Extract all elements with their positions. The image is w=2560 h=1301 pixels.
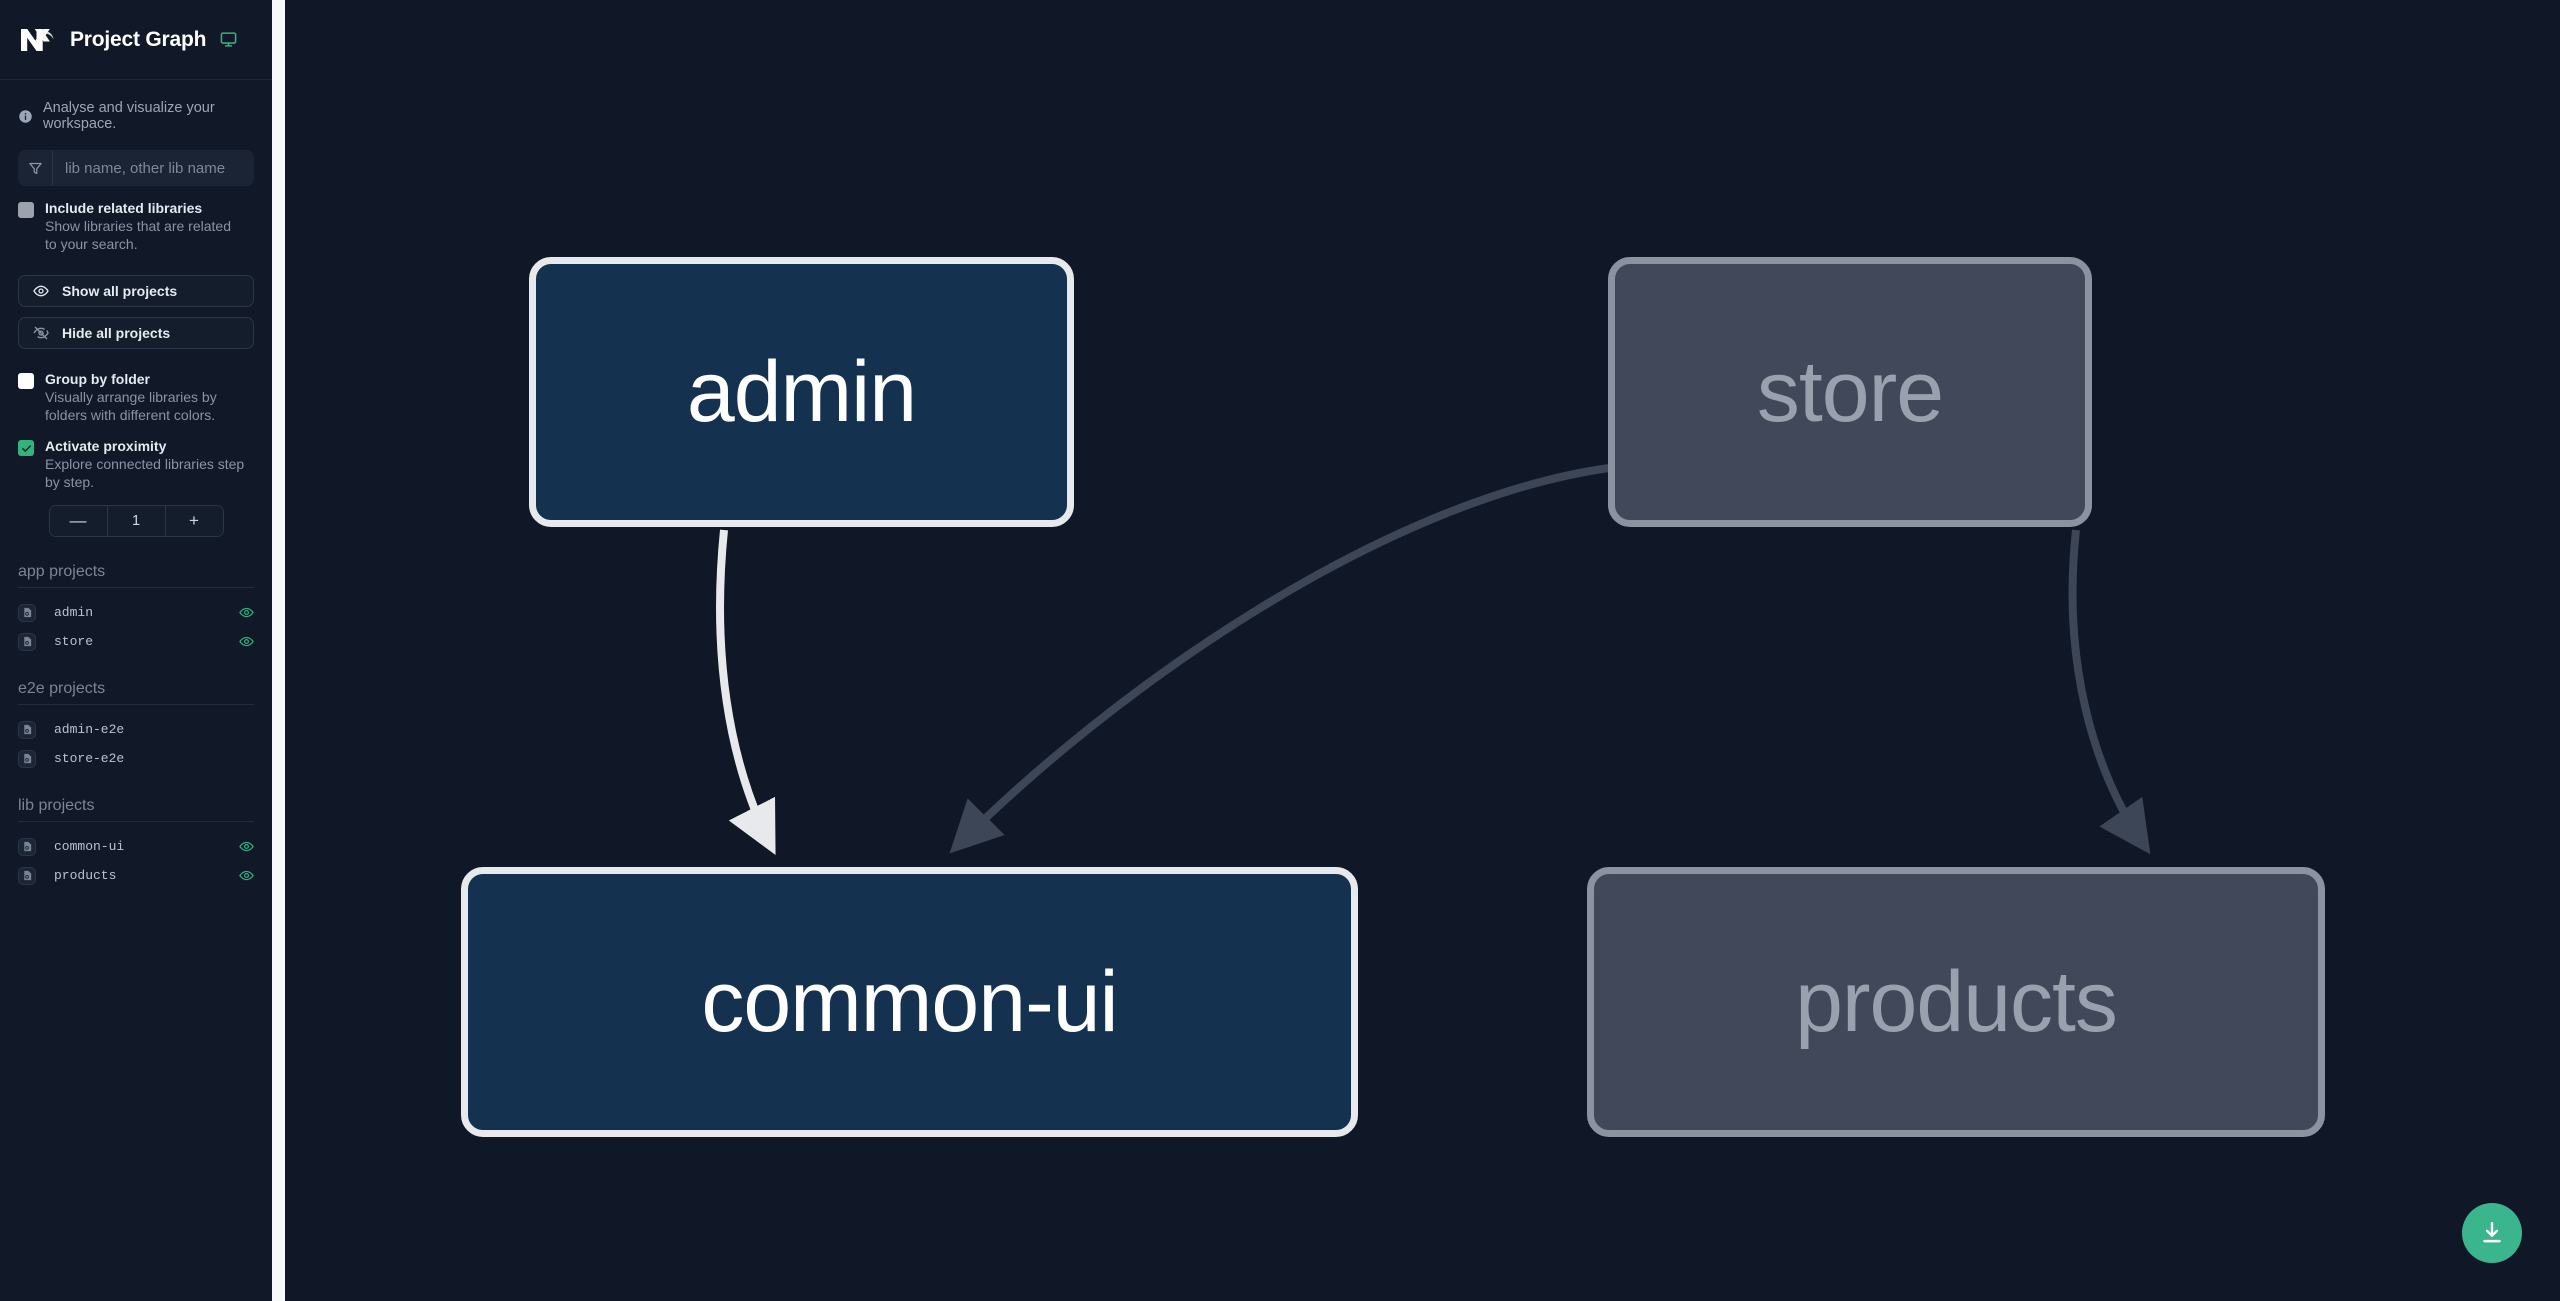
project-row-common-ui[interactable]: common-ui <box>18 830 254 859</box>
option-description: Visually arrange libraries by folders wi… <box>45 389 217 423</box>
group-title: e2e projects <box>18 680 254 705</box>
search-input[interactable] <box>53 150 254 186</box>
spacer <box>0 654 272 680</box>
option-include-related-libraries[interactable]: Include related libraries Show libraries… <box>0 186 272 253</box>
edge-admin-to-common-ui <box>716 529 776 855</box>
option-group-by-folder[interactable]: Group by folder Visually arrange librari… <box>0 349 272 424</box>
checkbox-activate-proximity[interactable] <box>18 440 34 456</box>
checkbox-include-related-libraries[interactable] <box>18 202 34 218</box>
group-header-lib-projects: lib projects <box>18 797 254 822</box>
hide-all-projects-label: Hide all projects <box>62 325 171 341</box>
project-name: products <box>54 868 117 883</box>
info-icon <box>18 109 33 124</box>
project-visibility-eye-icon[interactable] <box>239 605 254 620</box>
proximity-value: 1 <box>106 506 165 536</box>
project-visibility-eye-icon[interactable] <box>239 634 254 649</box>
option-description: Show libraries that are related to your … <box>45 218 231 252</box>
page-title: Project Graph <box>70 27 207 51</box>
graph-node-products[interactable]: products <box>1587 867 2325 1137</box>
project-icon <box>18 720 36 739</box>
edge-store-to-products <box>2068 529 2151 855</box>
group-title: app projects <box>18 563 254 588</box>
graph-node-label: products <box>1795 953 2118 1050</box>
sidebar-header: Project Graph <box>0 0 272 80</box>
option-label: Group by folder <box>45 371 150 387</box>
project-name: admin <box>54 605 94 620</box>
option-description: Explore connected libraries step by step… <box>45 456 245 490</box>
project-icon <box>18 603 36 622</box>
show-all-projects-label: Show all projects <box>62 283 178 299</box>
project-row-store[interactable]: store <box>18 625 254 654</box>
option-activate-proximity[interactable]: Activate proximity Explore connected lib… <box>0 424 272 491</box>
edge-store-to-common-ui <box>949 464 1610 854</box>
download-graph-button[interactable] <box>2462 1203 2522 1263</box>
subtitle-text: Analyse and visualize your workspace. <box>43 100 215 132</box>
checkbox-group-by-folder[interactable] <box>18 373 34 389</box>
graph-node-label: store <box>1756 343 1944 440</box>
project-icon <box>18 749 36 768</box>
project-name: store <box>54 634 94 649</box>
sidebar-resize-divider[interactable] <box>272 0 285 1301</box>
sidebar: Project Graph Analyse and visualize your… <box>0 0 272 1301</box>
project-icon <box>18 632 36 651</box>
proximity-increment-button[interactable]: + <box>164 506 223 536</box>
option-label: Include related libraries <box>45 200 203 216</box>
group-header-e2e-projects: e2e projects <box>18 680 254 705</box>
project-visibility-eye-icon[interactable] <box>239 839 254 854</box>
graph-node-label: admin <box>686 343 917 440</box>
project-row-store-e2e[interactable]: store-e2e <box>18 742 254 771</box>
project-name: admin-e2e <box>54 722 125 737</box>
proximity-stepper: — 1 + <box>18 505 254 537</box>
graph-node-common-ui[interactable]: common-ui <box>461 867 1358 1137</box>
project-name: common-ui <box>54 839 125 854</box>
project-visibility-eye-icon[interactable] <box>239 868 254 883</box>
funnel-icon <box>18 150 53 186</box>
project-row-admin-e2e[interactable]: admin-e2e <box>18 713 254 742</box>
project-row-admin[interactable]: admin <box>18 596 254 625</box>
monitor-icon[interactable] <box>220 31 237 48</box>
eye-icon <box>33 283 49 299</box>
nx-logo-icon <box>18 21 56 59</box>
graph-edges <box>716 464 2151 855</box>
spacer <box>0 537 272 563</box>
search-box[interactable] <box>18 150 254 186</box>
workspace-subtitle: Analyse and visualize your workspace. <box>0 80 272 142</box>
group-title: lib projects <box>18 797 254 822</box>
proximity-decrement-button[interactable]: — <box>49 506 107 536</box>
download-icon <box>2483 1222 2501 1243</box>
show-all-projects-button[interactable]: Show all projects <box>18 275 254 307</box>
graph-node-admin[interactable]: admin <box>529 257 1074 527</box>
graph-node-store[interactable]: store <box>1608 257 2092 527</box>
eye-off-icon <box>33 325 49 341</box>
project-icon <box>18 837 36 856</box>
graph-canvas[interactable]: admin store common-ui products <box>272 0 2560 1301</box>
hide-all-projects-button[interactable]: Hide all projects <box>18 317 254 349</box>
graph-node-label: common-ui <box>701 953 1118 1050</box>
project-name: store-e2e <box>54 751 125 766</box>
spacer <box>0 771 272 797</box>
option-label: Activate proximity <box>45 438 167 454</box>
group-header-app-projects: app projects <box>18 563 254 588</box>
project-icon <box>18 866 36 885</box>
project-row-products[interactable]: products <box>18 859 254 888</box>
